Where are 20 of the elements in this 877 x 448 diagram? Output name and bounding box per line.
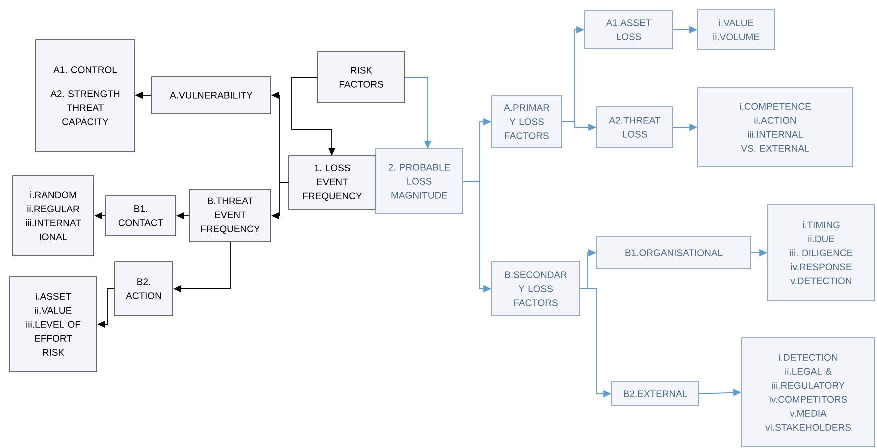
process-box: i.VALUE ii.VOLUME	[698, 10, 776, 50]
process-box: A.VULNERABILITY	[152, 76, 272, 114]
process-box: A1.ASSET LOSS	[584, 10, 674, 50]
process-box: i.RANDOM ii.REGULAR iii.INTERNAT IONAL	[12, 176, 94, 256]
process-box: A1. CONTROL A2. STRENGTH THREAT CAPACITY	[36, 40, 136, 152]
process-box: i.COMPETENCE ii.ACTION iii.INTERNAL VS. EXTERNAL	[698, 88, 854, 168]
process-box: 2. PROBABLE LOSS MAGNITUDE	[376, 148, 464, 214]
process-box: B.THREAT EVENT FREQUENCY	[190, 190, 272, 242]
process-box: i.DETECTION ii.LEGAL & iii.REGULATORY iv.COMPETITORS v.MEDIA vi.STAKEHOLDERS	[742, 338, 876, 448]
process-box: B.SECONDAR Y LOSS FACTORS	[492, 262, 580, 316]
process-box: B1.ORGANISATIONAL	[596, 236, 752, 270]
process-box: B1. CONTACT	[106, 196, 176, 236]
process-box: A2.THREAT LOSS	[596, 106, 674, 148]
process-box: B2. ACTION	[114, 262, 174, 316]
process-box: B2.EXTERNAL	[612, 382, 700, 406]
process-box: i.TIMING ii.DUE iii. DILIGENCE iv.RESPONSE v.DETECTION	[768, 204, 876, 302]
process-box: i.ASSET ii.VALUE iii.LEVEL OF EFFORT RISK	[10, 276, 98, 372]
process-box: RISK FACTORS	[318, 52, 406, 104]
process-box: A.PRIMAR Y LOSS FACTORS	[492, 96, 562, 148]
process-box: 1. LOSS EVENT FREQUENCY	[288, 156, 376, 210]
